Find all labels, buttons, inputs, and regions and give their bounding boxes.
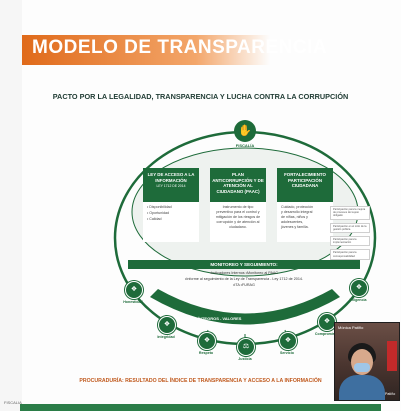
value-icon: ⚖ [237, 338, 255, 356]
column-item: Calidad [149, 217, 162, 221]
left-margin [0, 0, 22, 411]
value-icon: ❖ [125, 281, 143, 299]
value-label: Diligencia [349, 298, 367, 302]
participation-note: Participación en el ciclo de la gestión … [330, 222, 370, 234]
values-arc-label: COLABORADORES ÍNTEGROS - VALORES [159, 316, 242, 321]
slide-subtitle: PACTO POR LA LEGALIDAD, TRANSPARENCIA Y … [52, 92, 349, 101]
value-label: Compromiso [314, 332, 338, 336]
brand-label: FISCALÍA [235, 143, 255, 148]
column-body: Instrumento de tipo preventivo para el c… [215, 205, 261, 229]
corner-label: FISCALIA [4, 400, 22, 405]
handshake-icon: ✋ [234, 120, 256, 142]
participation-notes: Participación para la mejora de procesos… [330, 206, 370, 263]
column-citizen-participation: FORTALECIMIENTO PARTICIPACIÓN CIUDADANA … [277, 168, 333, 242]
column-item: Disponibilidad [149, 205, 172, 209]
participant-short-name: Patiño [385, 392, 396, 396]
values-arc [150, 289, 340, 325]
participation-note: Participación para la corresponsabilidad [330, 249, 370, 260]
value-icon: ❖ [198, 332, 216, 350]
column-header: FORTALECIMIENTO PARTICIPACIÓN CIUDADANA [277, 168, 333, 202]
value-label: Honestidad [123, 300, 143, 304]
face-mask [354, 363, 370, 372]
column-title: LEY DE ACCESO A LA INFORMACIÓN [147, 172, 195, 183]
monitoring-line: •ITA •FURAG [233, 283, 255, 287]
value-label: Respeto [198, 351, 214, 355]
monitoring-line: •Informe al seguimiento de la Ley de Tra… [185, 277, 303, 281]
column-subtitle: LEY 1712 DE 2014 [156, 184, 186, 188]
column-title: FORTALECIMIENTO PARTICIPACIÓN CIUDADANA [284, 172, 326, 188]
column-body: Cuidado, protección y desarrollo integra… [281, 205, 313, 229]
column-header: PLAN ANTICORRUPCIÓN Y DE ATENCIÓN AL CIU… [210, 168, 266, 202]
column-paac: PLAN ANTICORRUPCIÓN Y DE ATENCIÓN AL CIU… [210, 168, 266, 242]
value-label: Integridad [157, 335, 175, 339]
column-item: Oportunidad [149, 211, 170, 215]
monitoring-line: •Indicadores Internos •Monitoreo al PAAC [209, 271, 279, 275]
value-label: Justicia [238, 357, 252, 361]
footer-text: PROCURADURÍA: RESULTADO DEL ÍNDICE DE TR… [79, 378, 322, 384]
bottom-bar [20, 404, 381, 411]
participation-note: Participación para la implementación [330, 236, 370, 247]
value-icon: ❖ [350, 279, 368, 297]
participant-body [339, 375, 385, 400]
column-access-law: LEY DE ACCESO A LA INFORMACIÓN LEY 1712 … [143, 168, 199, 242]
monitoring-heading: MONITOREO Y SEGUIMIENTO: [128, 260, 360, 269]
title-banner [22, 35, 270, 65]
value-icon: ❖ [158, 316, 176, 334]
slide-title: MODELO DE TRANSPARENCIA [32, 37, 328, 58]
participant-name: Mónica Patiño [338, 325, 364, 330]
column-header: LEY DE ACCESO A LA INFORMACIÓN LEY 1712 … [143, 168, 199, 202]
monitoring-body: •Indicadores Internos •Monitoreo al PAAC… [128, 270, 360, 288]
column-title: PLAN ANTICORRUPCIÓN Y DE ATENCIÓN AL CIU… [212, 172, 264, 194]
value-icon: ❖ [279, 332, 297, 350]
background-object [387, 341, 397, 371]
value-label: Servicio [280, 351, 294, 355]
participation-note: Participación para la mejora de procesos… [330, 206, 370, 220]
column-body: • Disponibilidad • Oportunidad • Calidad [147, 205, 172, 221]
participant-video-tile[interactable]: Mónica Patiño Patiño [334, 322, 400, 401]
